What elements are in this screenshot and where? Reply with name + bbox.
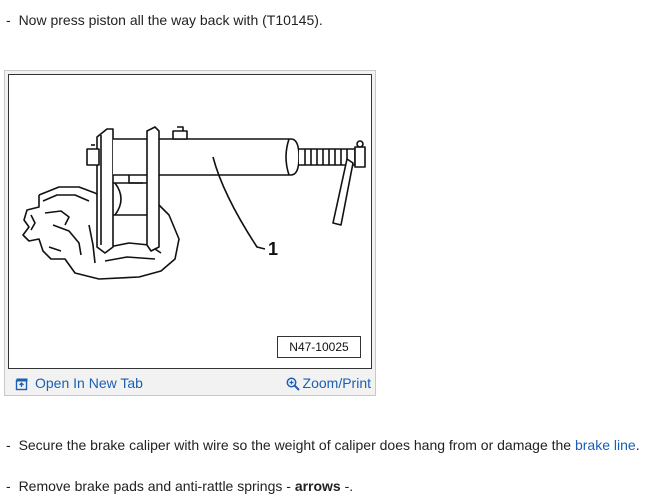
step-dash: - [6,478,11,494]
zoom-print-label: Zoom/Print [302,375,371,391]
step-text: Remove brake pads and anti-rattle spring… [18,478,295,494]
arrows-emphasis: arrows [294,478,341,494]
step-text: Secure the brake caliper with wire so th… [18,437,575,453]
step-text-end: -. [340,478,354,494]
step-dash: - [6,437,11,453]
open-in-new-tab-button[interactable]: Open In New Tab [15,373,143,393]
figure-toolbar: Open In New Tab Zoom/Print [5,371,375,395]
callout-number: 1 [268,239,279,259]
figure-panel: 1 N47-10025 Open In New Tab Zoom/ [4,70,376,396]
open-in-new-tab-label: Open In New Tab [35,375,143,391]
step-dash: - [6,12,11,28]
figure-code-label: N47-10025 [277,336,361,358]
piston-press-tool-drawing [22,126,366,280]
magnifier-zoom-icon [286,376,300,391]
step-press-piston: - Now press piston all the way back with… [6,11,323,29]
step-remove-brake-pads: - Remove brake pads and anti-rattle spri… [6,477,353,495]
figure-illustration[interactable]: 1 N47-10025 [8,74,372,369]
step-text: Now press piston all the way back with (… [18,12,323,28]
step-secure-caliper: - Secure the brake caliper with wire so … [6,436,640,454]
open-in-new-tab-icon [15,376,29,391]
zoom-print-button[interactable]: Zoom/Print [286,373,371,393]
step-text-end: . [635,437,640,453]
brake-line-link[interactable]: brake line [574,437,636,453]
